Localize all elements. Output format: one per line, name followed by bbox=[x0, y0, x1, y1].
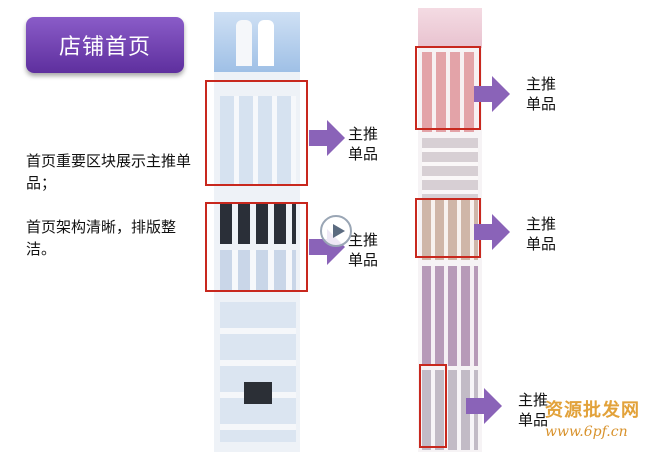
highlight-box-left-2 bbox=[205, 202, 308, 292]
left-store-screenshot bbox=[214, 12, 300, 452]
model-figure bbox=[236, 20, 252, 66]
watermark-text: 资源批发网 bbox=[545, 400, 640, 421]
main-product-label: 主推单品 bbox=[526, 215, 557, 253]
product-grid bbox=[422, 266, 478, 366]
highlight-box-right-3 bbox=[419, 364, 447, 448]
product-grid bbox=[220, 302, 296, 442]
play-icon[interactable] bbox=[320, 215, 352, 247]
banner-image bbox=[418, 8, 482, 48]
arrow-right-icon bbox=[474, 76, 510, 112]
highlight-box-right-1 bbox=[415, 46, 481, 130]
description-line-2: 首页架构清晰，排版整洁。 bbox=[26, 218, 177, 258]
product-grid bbox=[220, 96, 296, 186]
product-grid bbox=[220, 250, 296, 290]
arrow-right-icon bbox=[309, 120, 345, 156]
main-product-label: 主推单品 bbox=[518, 391, 549, 429]
product-grid bbox=[422, 200, 478, 260]
main-product-label: 主推单品 bbox=[348, 125, 379, 163]
product-grid bbox=[422, 52, 478, 132]
description-line-1: 首页重要区块展示主推单品； bbox=[26, 152, 192, 192]
right-store-screenshot bbox=[418, 8, 482, 452]
arrow-right-icon bbox=[474, 214, 510, 250]
product-grid bbox=[422, 138, 478, 198]
model-figure bbox=[258, 20, 274, 66]
main-product-label: 主推单品 bbox=[526, 75, 557, 113]
main-product-label: 主推单品 bbox=[348, 231, 379, 269]
product-image bbox=[244, 382, 272, 404]
page-title: 店铺首页 bbox=[26, 17, 184, 73]
banner-image bbox=[214, 12, 300, 72]
arrow-right-icon bbox=[466, 388, 502, 424]
product-grid bbox=[220, 204, 296, 244]
highlight-box-left-1 bbox=[205, 80, 308, 186]
highlight-box-right-2 bbox=[415, 198, 481, 258]
watermark-url: www.6pf.cn bbox=[545, 424, 628, 440]
